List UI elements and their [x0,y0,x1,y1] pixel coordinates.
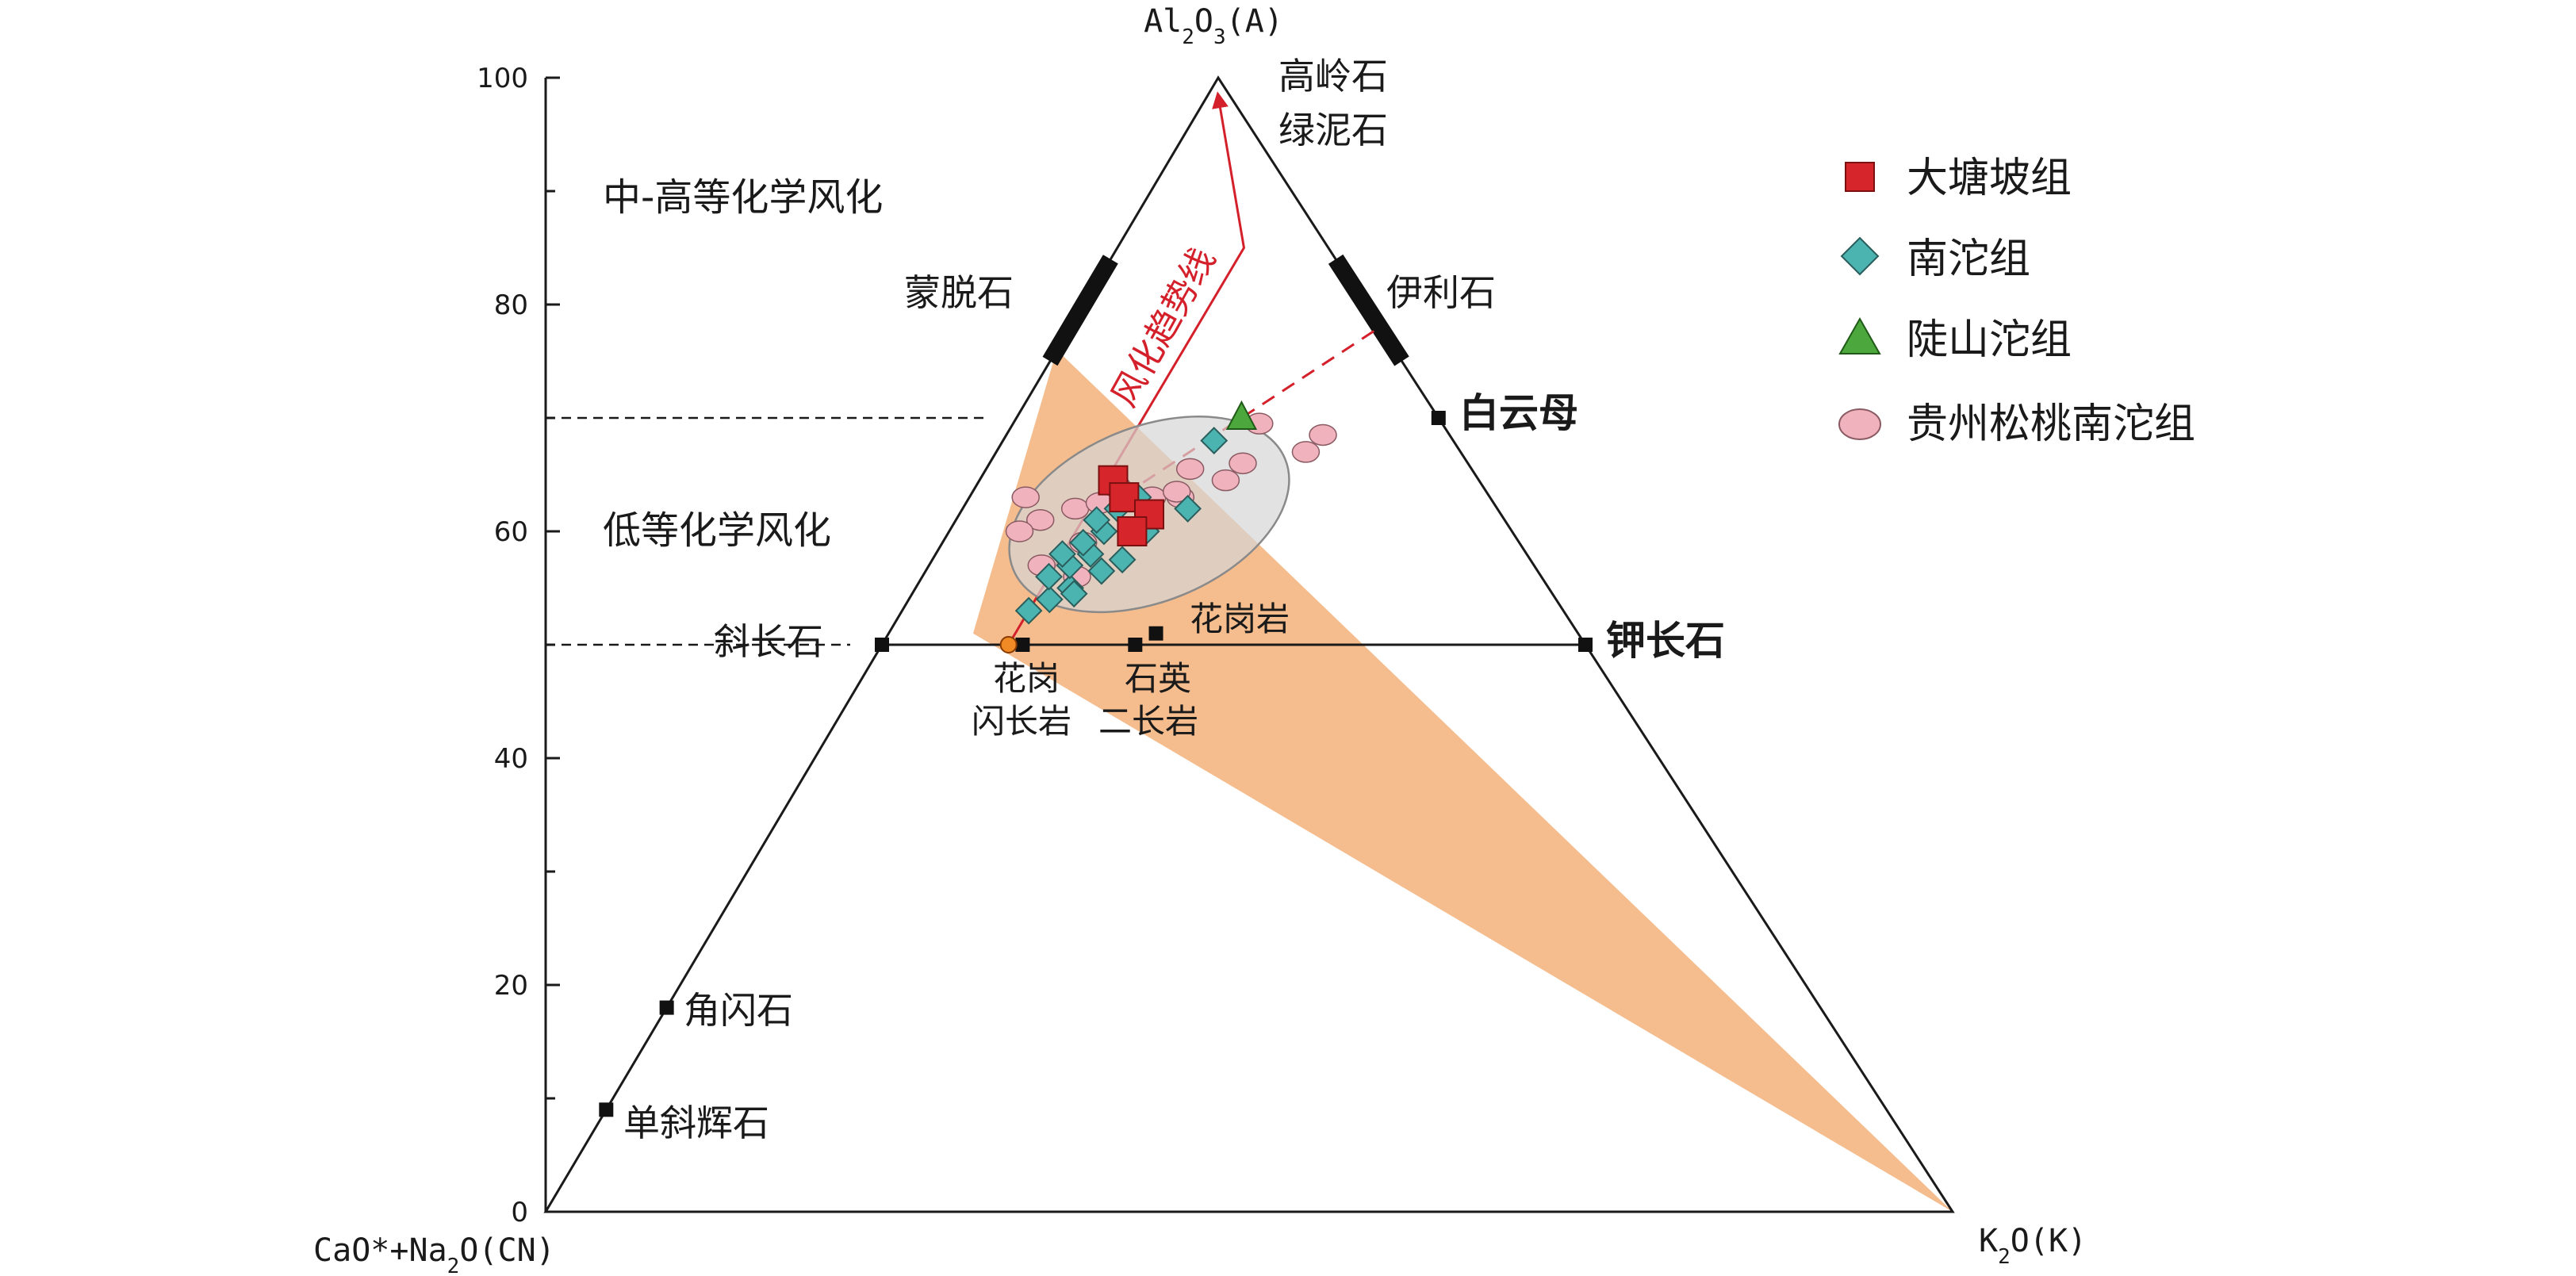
mineral-markers [599,411,1593,1117]
data-point-diamond [1014,596,1043,625]
a-axis-tick-label: 40 [494,743,528,775]
weathering-trend-label: 风化趋势线 [1104,241,1224,413]
data-point-triangle [1225,400,1258,430]
label-kaolinite: 高岭石 [1278,55,1388,98]
apex-label-k: K2O(K) [1979,1223,2087,1269]
smectite-bar [1042,255,1118,366]
data-point-diamond [1035,585,1064,614]
data-point-square [1109,482,1140,513]
mineral-marker-granodiorite-1 [1015,638,1030,652]
legend-marker-square [1845,162,1875,192]
weathering-zone-boundaries [546,416,985,646]
label-muscovite: 白云母 [1459,390,1578,436]
data-point-diamond [1060,580,1088,608]
label-chlorite: 绿泥石 [1278,109,1388,151]
data-point-diamond [1108,546,1137,574]
mineral-marker-plagioclase [875,638,889,652]
label-plagioclase: 斜长石 [714,620,823,663]
zone-label-upper: 中-高等化学风化 [603,175,883,220]
data-point-diamond [1048,540,1076,569]
label-granite: 花岗岩 [1190,600,1290,638]
data-point-ellipse [1229,452,1257,474]
data-point-diamond [1087,557,1116,585]
label-hornblende: 角闪石 [684,989,793,1032]
a-axis-tick-label: 20 [494,970,528,1002]
legend: 大塘坡组 南沱组 陡山沱组 贵州松桃南沱组 [1838,155,2195,448]
data-point-diamond [1083,506,1111,535]
data-point-ellipse [1211,469,1240,492]
legend-marker-triangle [1838,316,1881,354]
data-point-diamond [1174,494,1202,523]
data-point-ellipse [1005,520,1034,542]
legend-label-doushantuo: 陡山沱组 [1907,316,2072,364]
data-point-ellipse [1060,497,1090,520]
label-smectite: 蒙脱石 [904,271,1014,314]
trend-origin-point [999,636,1018,653]
mineral-marker-quartz-monzonite-1 [1128,638,1143,652]
mineral-marker-clinopyroxene [599,1102,614,1117]
label-granodiorite-1: 花岗 [993,659,1060,698]
label-quartz-monzonite-1: 石英 [1125,659,1191,698]
data-point-diamond [1035,562,1063,591]
a-axis-tick-label: 0 [511,1197,528,1228]
apex-label-cn: CaO*+Na2O(CN) [313,1232,555,1276]
apex-label-a: Al2O3(A) [1144,3,1283,49]
data-point-diamond [1200,427,1229,455]
legend-marker-diamond [1840,236,1880,276]
data-point-ellipse [1175,458,1205,481]
mineral-marker-granite [1148,626,1163,641]
mineral-marker-k-feldspar [1578,638,1593,652]
data-point-ellipse [1025,508,1055,531]
data-point-square [1117,516,1148,546]
label-granodiorite-2: 闪长岩 [972,702,1071,741]
mineral-marker-hornblende [659,1000,674,1015]
a-axis: 0 20 40 60 80 100 [477,63,560,1228]
legend-label-songtao-nantuo: 贵州松桃南沱组 [1907,400,2195,448]
data-points [1005,400,1337,625]
label-clinopyroxene: 单斜辉石 [623,1102,769,1144]
data-point-ellipse [1162,481,1191,503]
label-k-feldspar: 钾长石 [1606,618,1725,664]
illite-bar [1328,254,1409,366]
a-axis-tick-label: 60 [494,516,528,548]
zone-label-lower: 低等化学风化 [603,508,831,553]
a-axis-tick-label: 80 [494,289,528,321]
data-point-ellipse [1291,441,1321,463]
data-point-ellipse [1011,486,1040,508]
data-point-diamond [1069,528,1098,557]
legend-marker-ellipse [1838,408,1881,440]
label-quartz-monzonite-2: 二长岩 [1098,702,1198,741]
legend-label-datangpo: 大塘坡组 [1907,155,2072,202]
a-axis-tick-label: 100 [477,63,528,94]
label-illite: 伊利石 [1386,271,1496,314]
mineral-marker-muscovite [1431,411,1446,425]
data-point-ellipse [1309,423,1337,446]
legend-label-nantuo: 南沱组 [1907,236,2030,283]
